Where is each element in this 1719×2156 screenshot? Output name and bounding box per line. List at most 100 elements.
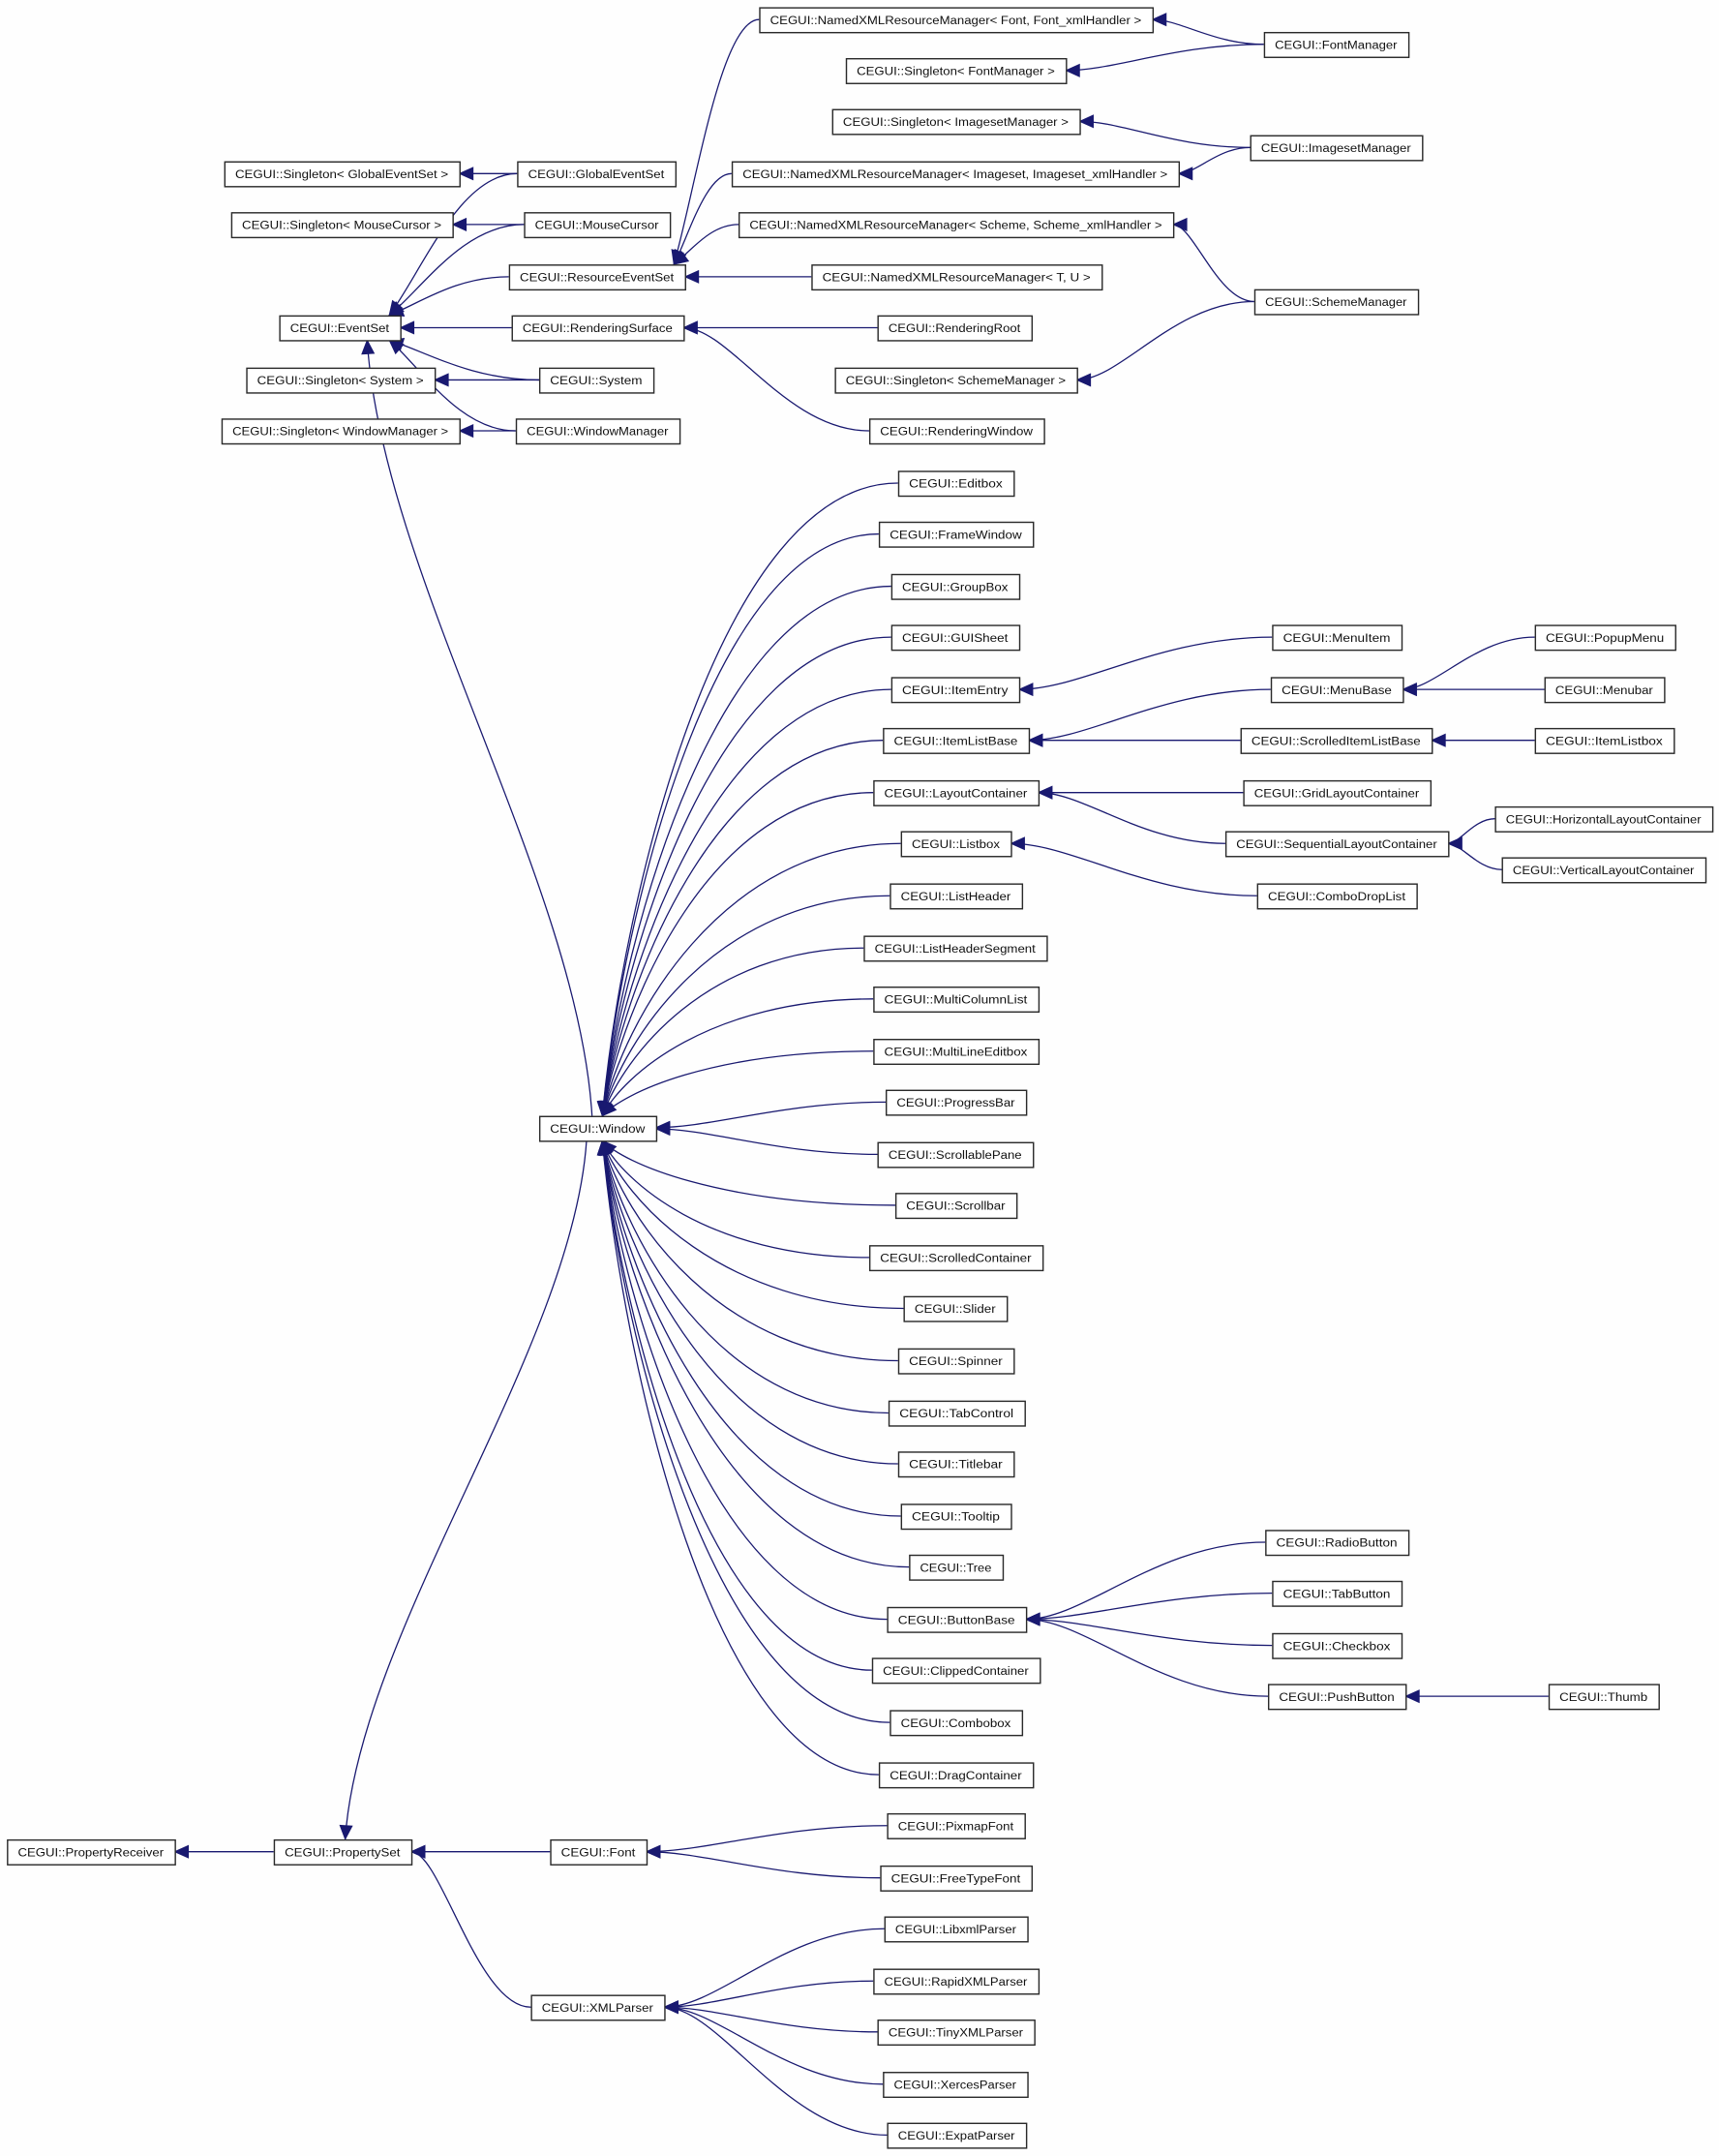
class-node-scrollablepane[interactable]: CEGUI::ScrollablePane <box>877 1141 1035 1169</box>
inheritance-edge <box>1025 1618 1273 1647</box>
class-node-sing-fontmgr[interactable]: CEGUI::Singleton< FontManager > <box>845 57 1068 84</box>
inheritance-edge <box>601 585 891 1116</box>
class-node-progressbar[interactable]: CEGUI::ProgressBar <box>885 1089 1028 1116</box>
class-node-propset[interactable]: CEGUI::PropertySet <box>273 1838 413 1866</box>
class-node-thumb[interactable]: CEGUI::Thumb <box>1548 1684 1660 1711</box>
class-node-tabbutton[interactable]: CEGUI::TabButton <box>1272 1580 1403 1607</box>
class-node-itemlistbox[interactable]: CEGUI::ItemListbox <box>1534 727 1675 754</box>
class-node-menubar[interactable]: CEGUI::Menubar <box>1544 677 1666 704</box>
class-node-vertlayout[interactable]: CEGUI::VerticalLayoutContainer <box>1501 857 1707 884</box>
class-node-wm[interactable]: CEGUI::WindowManager <box>515 418 681 445</box>
class-node-editbox[interactable]: CEGUI::Editbox <box>897 471 1015 498</box>
class-node-font[interactable]: CEGUI::Font <box>550 1838 648 1866</box>
class-node-nxrm-font[interactable]: CEGUI::NamedXMLResourceManager< Font, Fo… <box>759 7 1155 34</box>
class-node-tinyxmlparser[interactable]: CEGUI::TinyXMLParser <box>877 2019 1036 2047</box>
class-node-rapidxmlparser[interactable]: CEGUI::RapidXMLParser <box>873 1968 1040 1995</box>
class-node-res[interactable]: CEGUI::ResourceEventSet <box>508 264 686 291</box>
class-node-menubase[interactable]: CEGUI::MenuBase <box>1270 677 1404 704</box>
class-box <box>868 418 1045 445</box>
class-node-listbox[interactable]: CEGUI::Listbox <box>900 831 1012 858</box>
class-node-sing-wm[interactable]: CEGUI::Singleton< WindowManager > <box>221 418 461 445</box>
class-node-clippedcontainer[interactable]: CEGUI::ClippedContainer <box>871 1657 1041 1685</box>
class-label: CEGUI::Singleton< WindowManager > <box>232 425 448 439</box>
class-node-combodroplist[interactable]: CEGUI::ComboDropList <box>1256 883 1418 910</box>
class-node-sing-mc[interactable]: CEGUI::Singleton< MouseCursor > <box>230 212 454 239</box>
inheritance-edge <box>601 842 901 1116</box>
class-node-groupbox[interactable]: CEGUI::GroupBox <box>890 573 1021 600</box>
class-box <box>845 57 1068 84</box>
class-node-itementry[interactable]: CEGUI::ItemEntry <box>890 677 1021 704</box>
class-box <box>900 831 1012 858</box>
class-node-slider[interactable]: CEGUI::Slider <box>903 1295 1009 1322</box>
class-node-expatparser[interactable]: CEGUI::ExpatParser <box>887 2122 1028 2149</box>
class-node-mc[interactable]: CEGUI::MouseCursor <box>524 212 672 239</box>
class-box <box>1263 31 1410 58</box>
class-node-pushbutton[interactable]: CEGUI::PushButton <box>1267 1684 1407 1711</box>
class-node-itemlistbase[interactable]: CEGUI::ItemListBase <box>883 727 1031 754</box>
class-node-nxrm-tu[interactable]: CEGUI::NamedXMLResourceManager< T, U > <box>811 264 1103 291</box>
class-node-fontmgr[interactable]: CEGUI::FontManager <box>1263 31 1410 58</box>
class-node-radiobutton[interactable]: CEGUI::RadioButton <box>1265 1530 1410 1557</box>
class-node-listheadersegment[interactable]: CEGUI::ListHeaderSegment <box>863 935 1048 962</box>
class-node-sing-ges[interactable]: CEGUI::Singleton< GlobalEventSet > <box>224 161 461 188</box>
class-node-xmlparser[interactable]: CEGUI::XMLParser <box>530 1994 666 2021</box>
class-node-buttonbase[interactable]: CEGUI::ButtonBase <box>887 1606 1028 1633</box>
class-node-multicolumnlist[interactable]: CEGUI::MultiColumnList <box>873 987 1040 1014</box>
class-box <box>863 935 1048 962</box>
class-node-sing-imgmgr[interactable]: CEGUI::Singleton< ImagesetManager > <box>831 108 1081 136</box>
class-node-sing-schememgr[interactable]: CEGUI::Singleton< SchemeManager > <box>834 367 1078 394</box>
class-node-tree[interactable]: CEGUI::Tree <box>909 1554 1005 1581</box>
class-node-menuitem[interactable]: CEGUI::MenuItem <box>1272 624 1403 652</box>
class-box <box>885 1089 1028 1116</box>
class-node-window[interactable]: CEGUI::Window <box>538 1115 658 1142</box>
class-node-pixmapfont[interactable]: CEGUI::PixmapFont <box>887 1812 1026 1839</box>
class-node-scrolleditemlistbase[interactable]: CEGUI::ScrolledItemListBase <box>1240 727 1433 754</box>
class-node-nxrm-img[interactable]: CEGUI::NamedXMLResourceManager< Imageset… <box>731 161 1181 188</box>
class-node-layoutcontainer[interactable]: CEGUI::LayoutContainer <box>873 779 1040 806</box>
class-node-system[interactable]: CEGUI::System <box>538 367 655 394</box>
class-node-xercesparser[interactable]: CEGUI::XercesParser <box>883 2072 1029 2099</box>
class-node-freetypefont[interactable]: CEGUI::FreeTypeFont <box>880 1865 1034 1892</box>
class-node-ges[interactable]: CEGUI::GlobalEventSet <box>517 161 678 188</box>
inheritance-edge <box>601 1140 898 1465</box>
class-box <box>834 367 1078 394</box>
class-node-listheader[interactable]: CEGUI::ListHeader <box>890 883 1024 910</box>
class-node-tooltip[interactable]: CEGUI::Tooltip <box>900 1503 1012 1531</box>
arrowhead-icon <box>409 1844 426 1859</box>
class-node-schememgr[interactable]: CEGUI::SchemeManager <box>1253 288 1420 316</box>
class-node-rsurf[interactable]: CEGUI::RenderingSurface <box>511 315 685 342</box>
arrowhead-icon <box>1431 733 1446 747</box>
inheritance-edge <box>388 224 525 317</box>
class-node-tabcontrol[interactable]: CEGUI::TabControl <box>888 1400 1026 1427</box>
class-node-spinner[interactable]: CEGUI::Spinner <box>897 1348 1015 1375</box>
class-node-seqlayout[interactable]: CEGUI::SequentialLayoutContainer <box>1224 831 1450 858</box>
class-box <box>538 1115 658 1142</box>
class-node-combobox[interactable]: CEGUI::Combobox <box>890 1710 1024 1737</box>
class-node-nxrm-scheme[interactable]: CEGUI::NamedXMLResourceManager< Scheme, … <box>738 212 1175 239</box>
class-node-titlebar[interactable]: CEGUI::Titlebar <box>897 1451 1015 1478</box>
class-node-propreceiver[interactable]: CEGUI::PropertyReceiver <box>7 1838 176 1866</box>
class-node-checkbox[interactable]: CEGUI::Checkbox <box>1272 1632 1403 1659</box>
class-node-sing-sys[interactable]: CEGUI::Singleton< System > <box>246 367 437 394</box>
class-node-dragcontainer[interactable]: CEGUI::DragContainer <box>878 1762 1035 1789</box>
class-node-libxmlparser[interactable]: CEGUI::LibxmlParser <box>884 1916 1029 1943</box>
class-node-horizlayout[interactable]: CEGUI::HorizontalLayoutContainer <box>1494 805 1714 833</box>
class-node-multilineeditbox[interactable]: CEGUI::MultiLineEditbox <box>873 1039 1040 1066</box>
class-node-rroot[interactable]: CEGUI::RenderingRoot <box>877 315 1034 342</box>
class-node-rwin[interactable]: CEGUI::RenderingWindow <box>868 418 1045 445</box>
class-node-framewindow[interactable]: CEGUI::FrameWindow <box>878 521 1035 548</box>
class-node-gridlayout[interactable]: CEGUI::GridLayoutContainer <box>1243 779 1432 806</box>
class-node-scrolledcontainer[interactable]: CEGUI::ScrolledContainer <box>868 1245 1044 1272</box>
class-box <box>868 1245 1044 1272</box>
class-node-imgmgr[interactable]: CEGUI::ImagesetManager <box>1250 135 1424 162</box>
class-box <box>515 418 681 445</box>
class-node-guisheet[interactable]: CEGUI::GUISheet <box>890 624 1021 652</box>
class-node-scrollbar[interactable]: CEGUI::Scrollbar <box>894 1193 1018 1220</box>
inheritance-edge <box>1018 636 1273 690</box>
inheritance-edge <box>664 1928 885 2008</box>
class-label: CEGUI::PixmapFont <box>898 1819 1014 1833</box>
class-node-eventset[interactable]: CEGUI::EventSet <box>279 315 402 342</box>
class-node-popupmenu[interactable]: CEGUI::PopupMenu <box>1534 624 1676 652</box>
class-label: CEGUI::Tree <box>920 1561 992 1574</box>
class-label: CEGUI::ComboDropList <box>1268 890 1406 903</box>
